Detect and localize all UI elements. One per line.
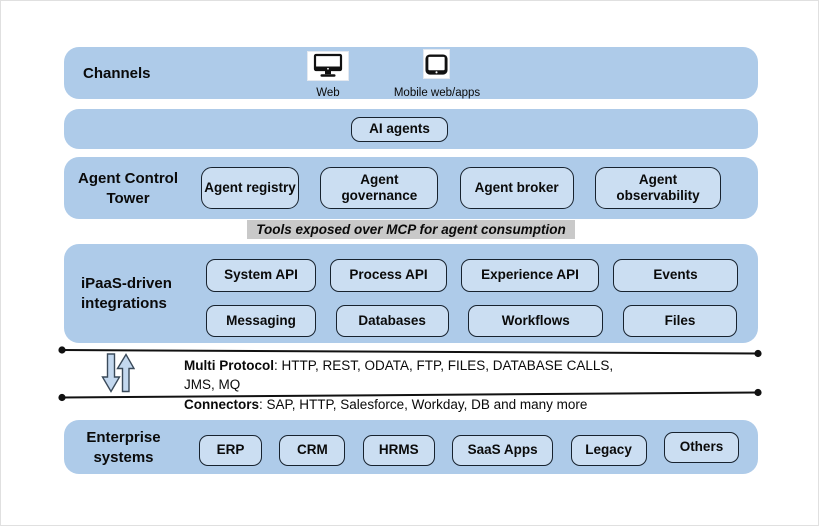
chip-process-api: Process API <box>330 259 447 292</box>
chip-legacy: Legacy <box>570 435 647 466</box>
chip-agent-observability: Agent observability <box>594 167 721 209</box>
ipaas-band: iPaaS-driven integrations System API Pro… <box>64 244 758 343</box>
chip-agent-registry: Agent registry <box>201 167 299 209</box>
ipaas-label: iPaaS-driven integrations <box>81 275 172 312</box>
monitor-icon <box>313 53 343 77</box>
multi-protocol-text: Multi Protocol: HTTP, REST, ODATA, FTP, … <box>184 356 664 394</box>
mcp-caption: Tools exposed over MCP for agent consump… <box>247 220 575 239</box>
multi-protocol-label: Multi Protocol <box>184 358 274 373</box>
connectors-text: Connectors: SAP, HTTP, Salesforce, Workd… <box>184 397 588 412</box>
channels-label: Channels <box>83 65 151 82</box>
agent-control-tower-label: Agent Control Tower <box>78 170 178 207</box>
chip-events: Events <box>613 259 738 292</box>
mcp-caption-band: Tools exposed over MCP for agent consump… <box>64 220 758 239</box>
agent-control-tower-chips: Agent registry Agent governance Agent br… <box>201 167 721 209</box>
chip-messaging: Messaging <box>206 305 316 337</box>
ipaas-chips-row1: System API Process API Experience API Ev… <box>206 259 738 292</box>
chip-agent-governance: Agent governance <box>320 167 439 209</box>
mobile-icon <box>425 53 448 75</box>
chip-files: Files <box>622 305 737 337</box>
chip-system-api: System API <box>206 259 316 292</box>
web-label: Web <box>316 87 340 99</box>
chip-others: Others <box>663 432 739 463</box>
web-icon-panel <box>307 51 349 81</box>
multi-protocol-line2: JMS, MQ <box>184 377 241 392</box>
enterprise-label: Enterprise systems <box>86 429 161 466</box>
chip-crm: CRM <box>279 435 346 466</box>
ipaas-chips-row2: Messaging Databases Workflows Files <box>206 305 737 337</box>
chip-agent-broker: Agent broker <box>459 167 574 209</box>
chip-databases: Databases <box>335 305 449 337</box>
chip-ai-agents: AI agents <box>351 117 448 142</box>
agent-control-tower-band: Agent Control Tower Agent registry Agent… <box>64 157 758 219</box>
mobile-label: Mobile web/apps <box>393 87 481 99</box>
enterprise-chips: ERP CRM HRMS SaaS Apps Legacy Others <box>199 432 739 466</box>
ai-agents-band: AI agents <box>64 109 758 149</box>
chip-experience-api: Experience API <box>461 259 599 292</box>
enterprise-band: Enterprise systems ERP CRM HRMS SaaS App… <box>64 420 758 474</box>
updown-arrows-icon <box>101 353 135 393</box>
chip-saas-apps: SaaS Apps <box>452 435 554 466</box>
connectors-label: Connectors <box>184 397 260 412</box>
chip-hrms: HRMS <box>362 435 435 466</box>
channels-band: Channels Web Mobile web/apps <box>64 47 758 99</box>
mobile-icon-panel <box>423 49 450 79</box>
chip-erp: ERP <box>199 435 262 466</box>
chip-workflows: Workflows <box>468 305 604 337</box>
